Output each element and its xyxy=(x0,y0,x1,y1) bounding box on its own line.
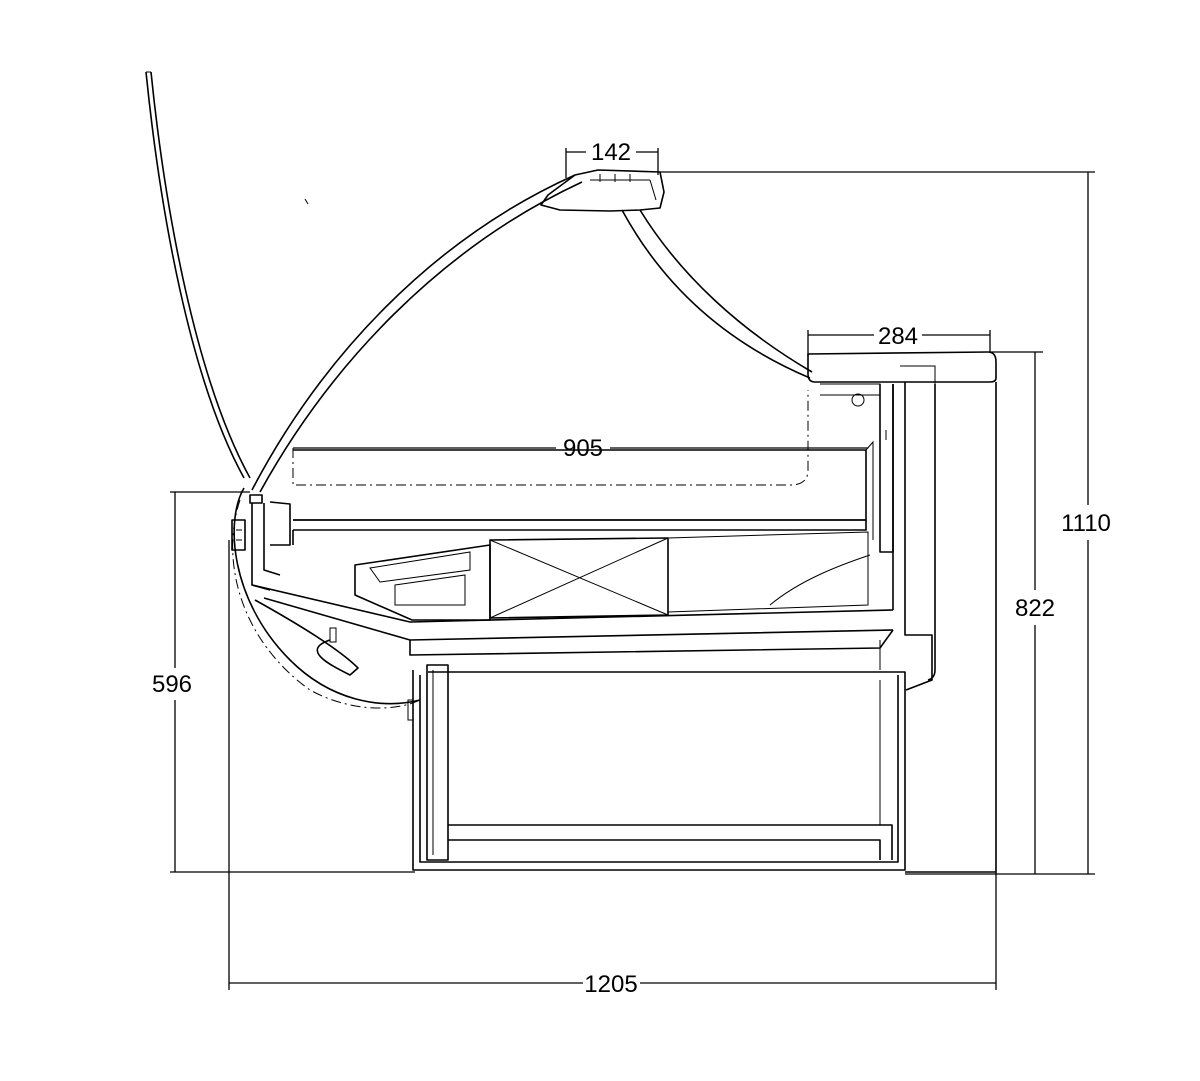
dim-counter-height: 822 xyxy=(1015,595,1055,622)
dim-total-width: 1205 xyxy=(584,971,637,998)
dim-total-height: 1110 xyxy=(1061,510,1111,537)
dim-front-height: 596 xyxy=(152,671,192,698)
counter-profile xyxy=(145,71,997,873)
dimension-labels: 142 284 905 1110 822 596 1205 xyxy=(152,139,1111,998)
dimension-lines xyxy=(170,148,1095,990)
dim-shelf-depth: 284 xyxy=(878,323,918,350)
dim-top-width: 142 xyxy=(591,139,631,166)
dim-display-depth: 905 xyxy=(563,435,603,462)
